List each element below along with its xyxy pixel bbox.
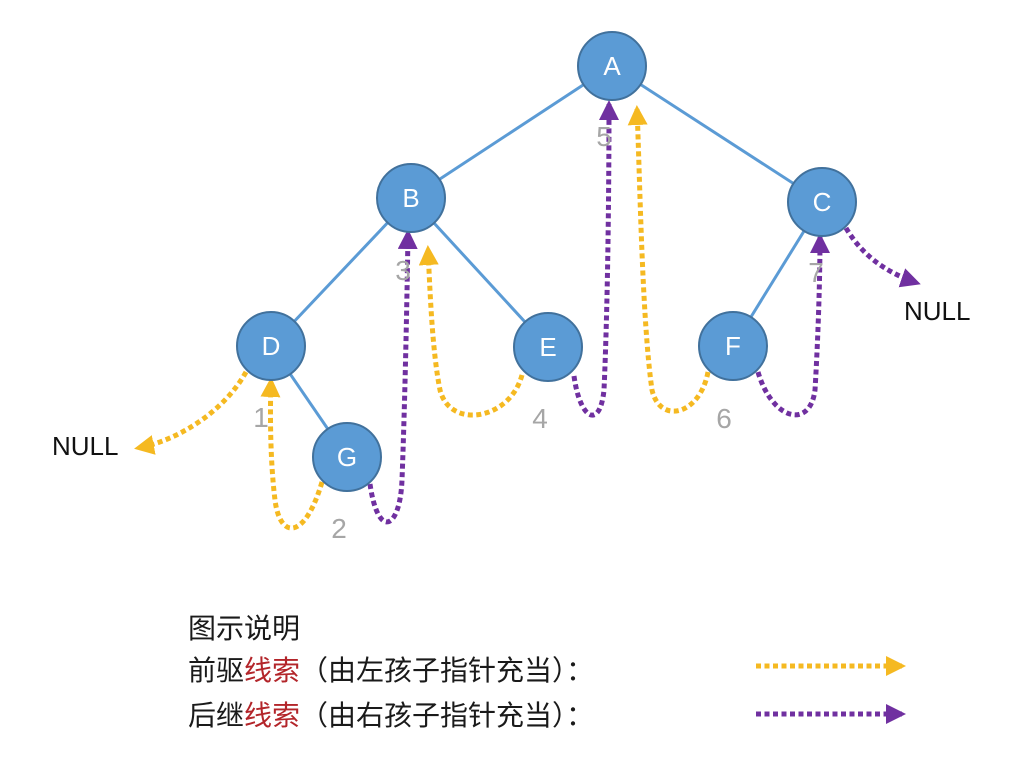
- node-g: G: [312, 422, 382, 492]
- edge-a-c: [611, 64, 823, 204]
- legend-successor-emphasis: 线索: [244, 699, 300, 732]
- pred-thread-e-b: [418, 245, 525, 418]
- sequence-number: 3: [395, 255, 411, 286]
- null-label-left: NULL: [52, 431, 118, 461]
- node-f-label: F: [725, 331, 741, 361]
- legend-predecessor-prefix: 前驱: [188, 654, 244, 687]
- legend-successor-prefix: 后继: [188, 699, 244, 732]
- node-c-label: C: [813, 187, 832, 217]
- predecessor-threads: [134, 105, 711, 531]
- edge-a-b: [410, 64, 613, 200]
- legend-title: 图示说明: [188, 612, 300, 645]
- null-label-right: NULL: [904, 296, 970, 326]
- successor-threads: [367, 100, 921, 525]
- node-a: A: [577, 31, 647, 101]
- pred-thread-f-a: [627, 105, 711, 414]
- pred-thread-d-null: [134, 370, 249, 455]
- sequence-number: 2: [331, 513, 347, 544]
- sequence-number: 4: [532, 403, 548, 434]
- node-f: F: [698, 311, 768, 381]
- sequence-numbers: 1 2 3 4 5 6 7: [253, 121, 824, 544]
- tree-edges: [269, 64, 824, 458]
- legend-predecessor-emphasis: 线索: [244, 654, 300, 687]
- succ-thread-c-null: [843, 226, 921, 288]
- legend-successor-suffix: （由右孩子指针充当）：: [300, 699, 594, 732]
- sequence-number: 5: [596, 121, 612, 152]
- succ-thread-g-b: [367, 229, 418, 525]
- tree-nodes: A B C D E F G: [236, 31, 857, 492]
- succ-thread-e-a: [571, 100, 619, 418]
- sequence-number: 1: [253, 402, 269, 433]
- node-d: D: [236, 311, 306, 381]
- pred-thread-g-d: [260, 377, 325, 531]
- node-a-label: A: [603, 51, 621, 81]
- succ-thread-f-c: [755, 233, 830, 418]
- node-g-label: G: [337, 442, 357, 472]
- sequence-number: 7: [808, 257, 824, 288]
- node-b-label: B: [402, 183, 419, 213]
- legend-predecessor-text: 前驱线索（由左孩子指针充当）：: [188, 654, 594, 687]
- node-e: E: [513, 312, 583, 382]
- legend-successor-text: 后继线索（由右孩子指针充当）：: [188, 699, 594, 732]
- node-e-label: E: [539, 332, 556, 362]
- node-d-label: D: [262, 331, 281, 361]
- legend: 图示说明 前驱线索（由左孩子指针充当）： 后继线索（由右孩子指针充当）：: [188, 612, 906, 732]
- node-c: C: [787, 167, 857, 237]
- node-b: B: [376, 163, 446, 233]
- legend-predecessor-suffix: （由左孩子指针充当）：: [300, 654, 594, 687]
- sequence-number: 6: [716, 403, 732, 434]
